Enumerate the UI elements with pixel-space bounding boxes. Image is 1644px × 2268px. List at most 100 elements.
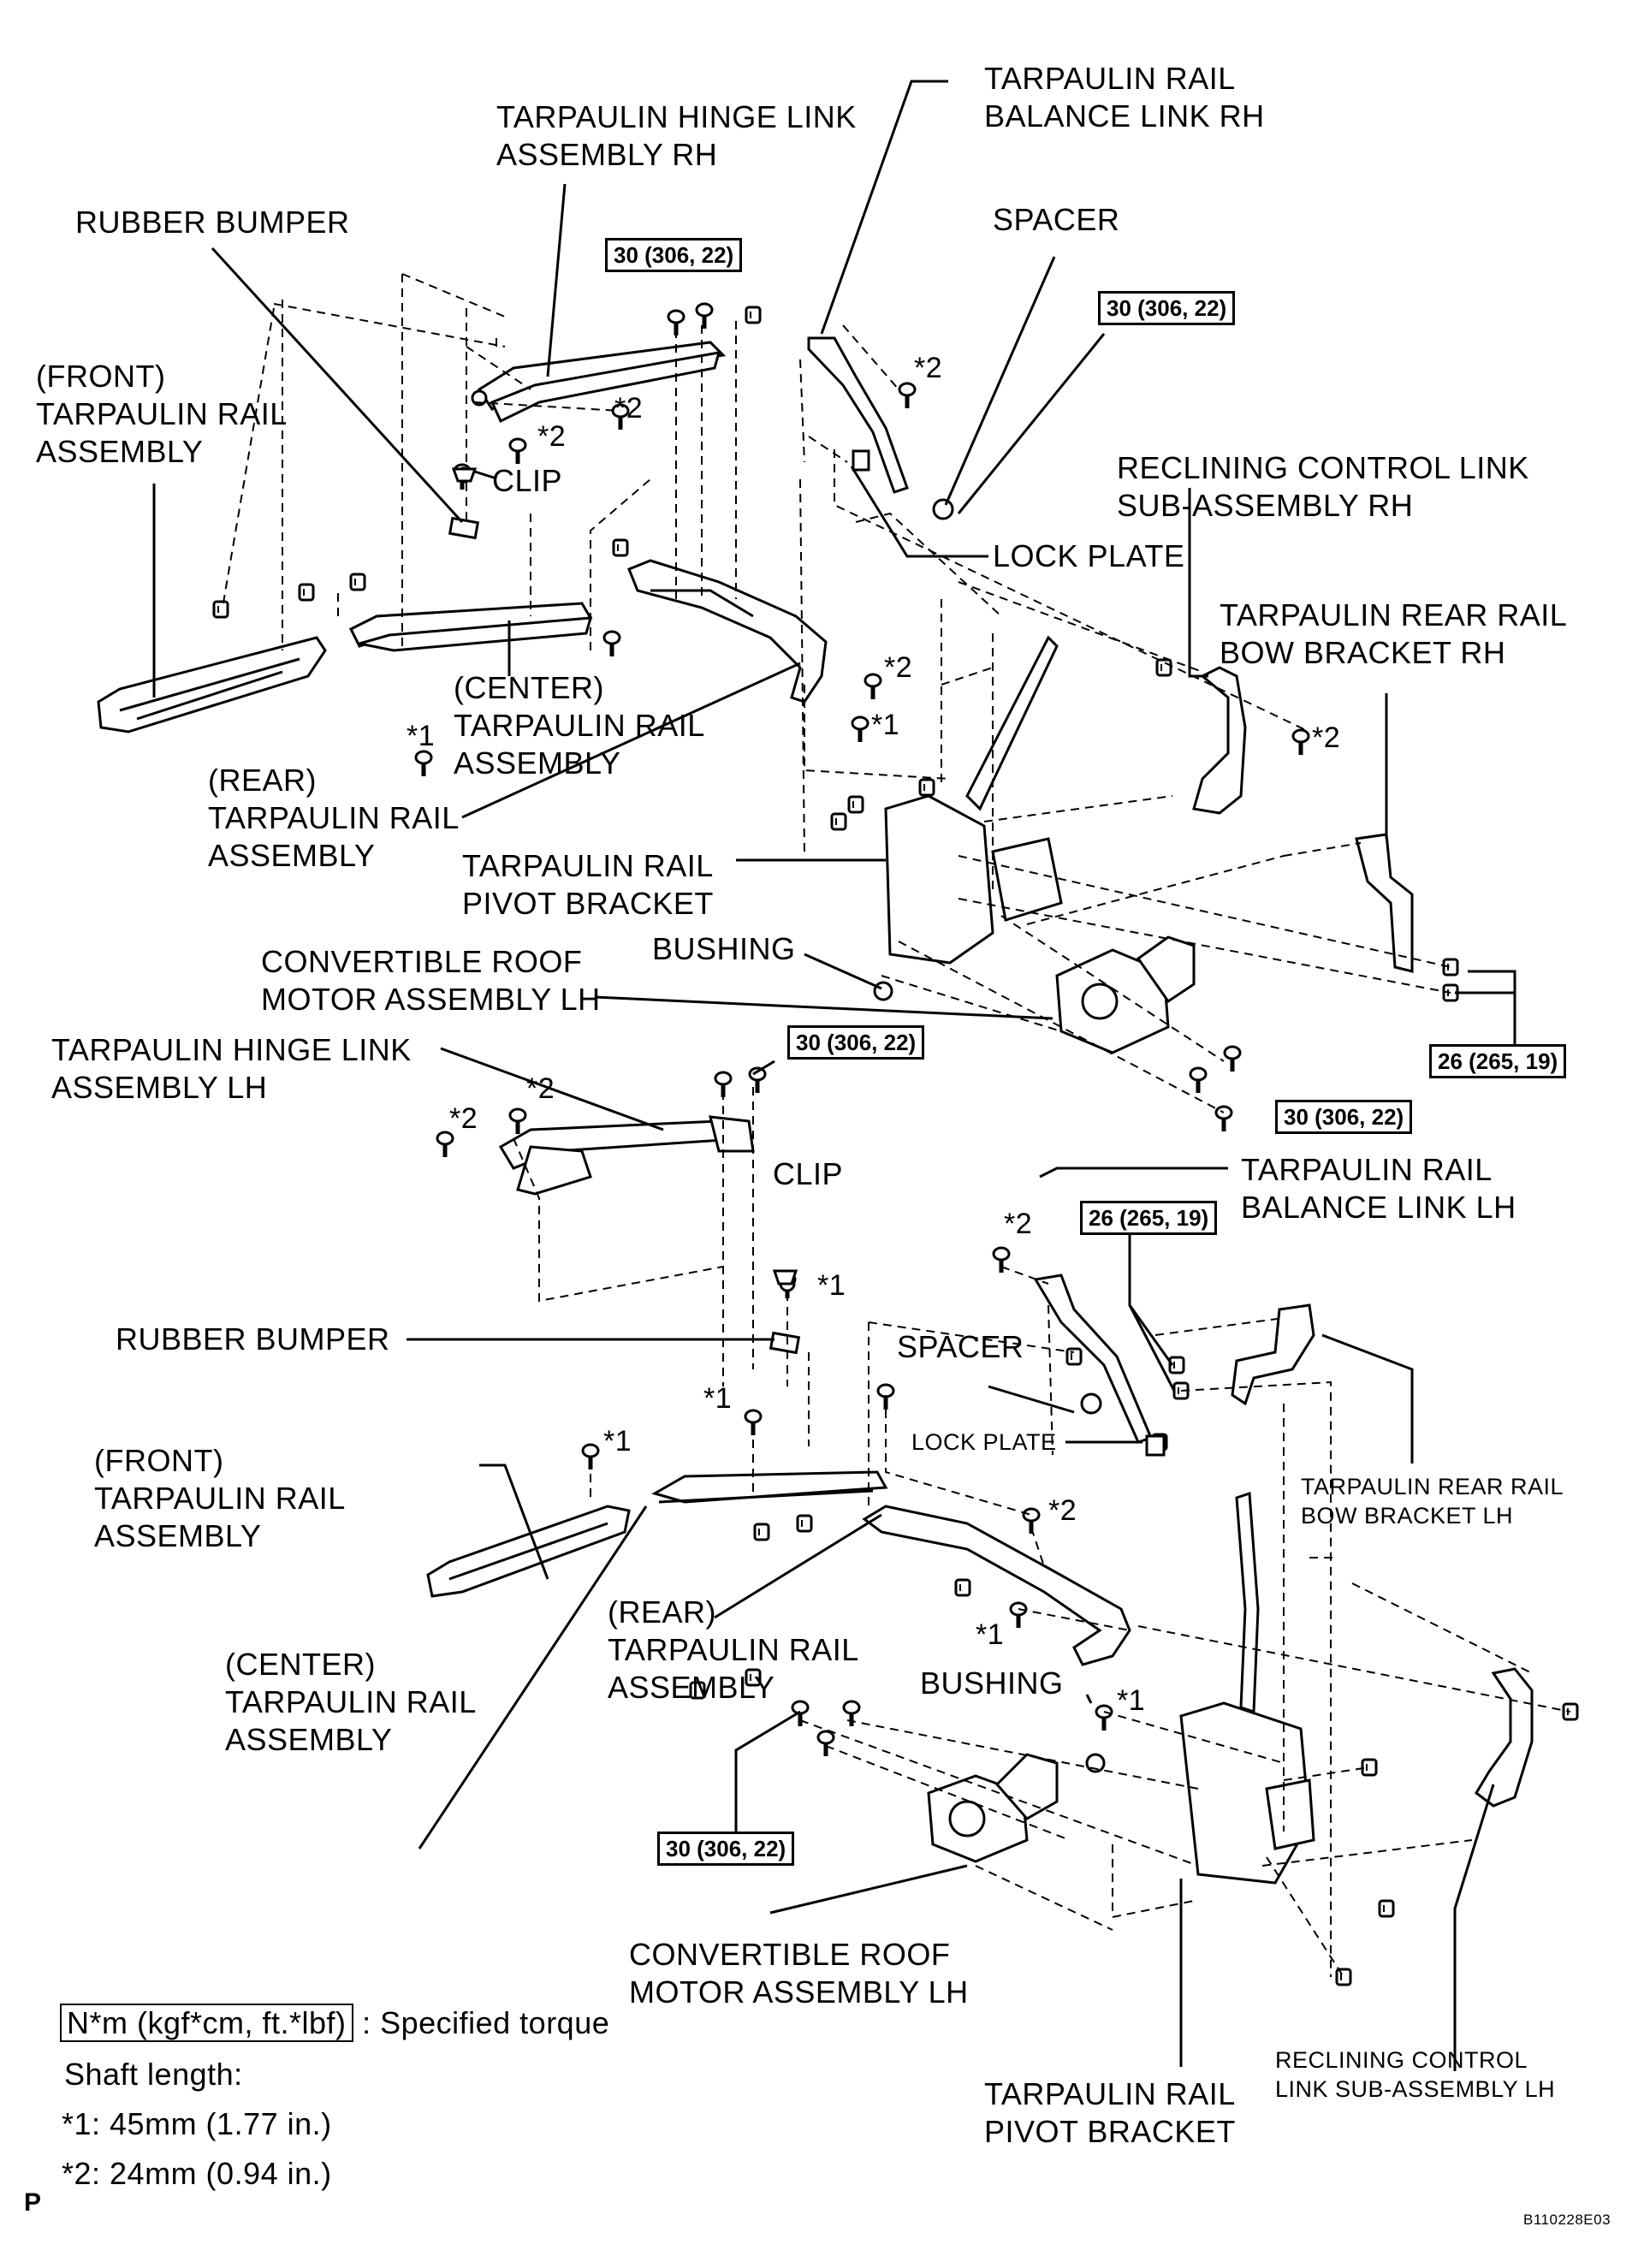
label-center-rail-lh: (CENTER) TARPAULIN RAIL ASSEMBLY [225,1646,477,1759]
label-line: ASSEMBLY [608,1670,775,1705]
rear-bow-lh-art [1231,1303,1315,1406]
mark-s1: *1 [603,1425,632,1458]
label-reclining-link-rh: RECLINING CONTROL LINK SUB-ASSEMBLY RH [1117,449,1529,525]
label-line: (CENTER) [454,670,604,705]
label-line: ASSEMBLY LH [51,1070,268,1105]
hinge-link-lh-art [498,1115,755,1196]
label-line: CONVERTIBLE ROOF [261,944,583,979]
mark-s2: *2 [1312,721,1341,754]
mark-s1: *1 [817,1269,846,1302]
label-center-rail-rh: (CENTER) TARPAULIN RAIL ASSEMBLY [454,669,705,782]
label-line: CONVERTIBLE ROOF [629,1937,951,1972]
pivot-bracket-lh-art [1179,1491,1315,1885]
label-line: (FRONT) [94,1443,224,1478]
label-pivot-bracket-lh: TARPAULIN RAIL PIVOT BRACKET [984,2075,1236,2151]
label-line: MOTOR ASSEMBLY LH [629,1974,969,2010]
label-line: TARPAULIN RAIL [984,2076,1236,2111]
label-lock-plate-top: LOCK PLATE [993,538,1185,573]
front-rail-rh-art [97,636,327,733]
label-bushing-bottom: BUSHING [920,1665,1064,1701]
label-rubber-bumper-bottom: RUBBER BUMPER [116,1321,390,1357]
label-line: TARPAULIN RAIL [454,708,705,743]
label-line: BALANCE LINK LH [1241,1190,1516,1225]
reclining-link-rh-art [1192,666,1247,815]
legend-torque-box: N*m (kgf*cm, ft.*lbf) [60,2004,353,2042]
figure-id: B110228E03 [1523,2212,1611,2228]
label-line: ASSEMBLY [454,745,621,781]
label-line: MOTOR ASSEMBLY LH [261,982,601,1017]
label-line: SUB-ASSEMBLY RH [1117,488,1414,523]
label-rear-rail-lh: (REAR) TARPAULIN RAIL ASSEMBLY [608,1594,859,1707]
label-motor-rh: CONVERTIBLE ROOF MOTOR ASSEMBLY LH [261,943,601,1018]
label-line: TARPAULIN RAIL [36,396,288,431]
mark-s1: *1 [1117,1684,1146,1717]
mark-s2: *2 [914,352,943,384]
center-rail-lh-art [651,1470,888,1504]
label-line: PIVOT BRACKET [462,886,714,921]
label-line: ASSEMBLY [36,434,204,469]
label-clip-bottom: CLIP [773,1156,844,1191]
mark-s1: *1 [871,709,900,741]
label-line: PIVOT BRACKET [984,2114,1236,2149]
label-line: (FRONT) [36,359,166,394]
label-hinge-link-rh: TARPAULIN HINGE LINK ASSEMBLY RH [496,98,857,174]
hinge-link-rh-art [471,341,727,424]
mark-s1: *1 [407,720,436,752]
label-line: ASSEMBLY [208,838,376,873]
clip-icon [451,467,798,1285]
label-line: TARPAULIN RAIL [462,848,714,883]
label-front-rail-rh: (FRONT) TARPAULIN RAIL ASSEMBLY [36,358,288,471]
label-line: (CENTER) [225,1647,376,1682]
label-clip-top: CLIP [492,463,563,498]
label-line: LINK SUB-ASSEMBLY LH [1275,2076,1556,2102]
label-bushing-top: BUSHING [652,931,796,966]
label-line: ASSEMBLY [225,1722,393,1757]
torque-box-bow-lh: 26 (265, 19) [1080,1201,1218,1235]
label-rear-rail-rh: (REAR) TARPAULIN RAIL ASSEMBLY [208,762,460,875]
mark-s2: *2 [1004,1208,1033,1240]
mark-s2: *2 [526,1072,555,1105]
label-line: TARPAULIN RAIL [984,61,1236,96]
label-line: BALANCE LINK RH [984,98,1265,134]
label-line: (REAR) [208,763,317,798]
torque-box-motor-lh: 30 (306, 22) [657,1832,795,1866]
legend-torque-desc: : Specified torque [362,2005,610,2040]
label-spacer-top: SPACER [993,202,1120,237]
label-front-rail-lh: (FRONT) TARPAULIN RAIL ASSEMBLY [94,1442,346,1555]
legend-shaft-2: *2: 24mm (0.94 in.) [62,2156,332,2191]
label-line: TARPAULIN RAIL [208,800,460,835]
torque-box-bow-rh: 26 (265, 19) [1429,1044,1567,1078]
front-rail-lh-art [426,1505,631,1598]
legend-torque: N*m (kgf*cm, ft.*lbf) : Specified torque [60,2004,609,2042]
mark-s2: *2 [614,392,644,425]
leader-lines [152,80,1516,2071]
label-lock-plate-bottom: LOCK PLATE [911,1429,1057,1455]
motor-rh-art [1055,935,1196,1054]
legend-shaft-1: *1: 45mm (1.77 in.) [62,2106,332,2141]
label-line: TARPAULIN HINGE LINK [51,1032,412,1067]
mark-s2: *2 [884,651,913,684]
label-line: TARPAULIN REAR RAIL [1301,1474,1564,1499]
mark-s1: *1 [976,1618,1005,1651]
torque-box-hinge-rh: 30 (306, 22) [605,238,743,272]
rear-rail-lh-art [862,1505,1131,1666]
label-balance-link-rh: TARPAULIN RAIL BALANCE LINK RH [984,60,1265,135]
torque-box-balance-rh: 30 (306, 22) [1098,291,1236,325]
mark-s2: *2 [1048,1494,1077,1527]
torque-box-motor-rh: 30 (306, 22) [1275,1100,1413,1134]
center-rail-rh-art [348,602,593,652]
label-rear-bow-bracket-lh: TARPAULIN REAR RAIL BOW BRACKET LH [1301,1472,1564,1530]
label-reclining-link-lh: RECLINING CONTROL LINK SUB-ASSEMBLY LH [1275,2045,1555,2104]
label-line: TARPAULIN REAR RAIL [1220,597,1568,632]
corner-letter: P [24,2188,42,2217]
label-line: TARPAULIN RAIL [94,1481,346,1516]
label-rubber-bumper-top: RUBBER BUMPER [75,205,350,240]
motor-lh-art [927,1753,1059,1863]
label-line: TARPAULIN HINGE LINK [496,99,857,134]
mark-s2: *2 [449,1102,478,1135]
pivot-bracket-rh-art [884,635,1063,965]
label-spacer-bottom: SPACER [897,1329,1024,1364]
label-line: RECLINING CONTROL [1275,2047,1528,2073]
